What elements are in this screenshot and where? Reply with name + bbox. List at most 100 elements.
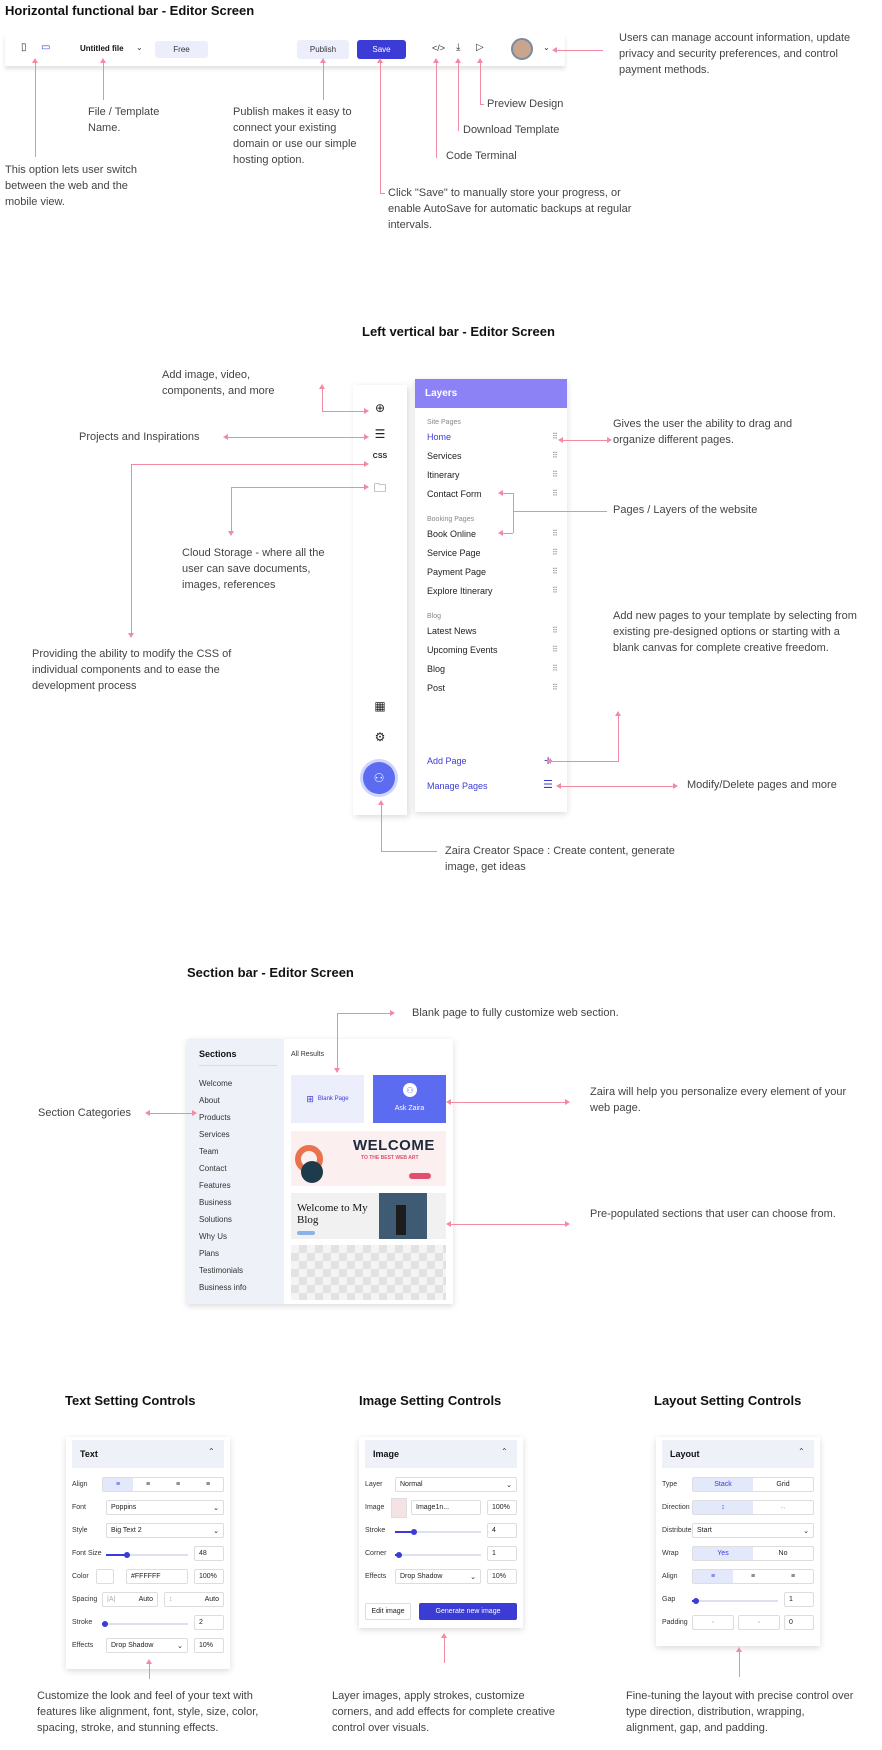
direction-vertical-icon[interactable]: ↕	[693, 1501, 753, 1514]
section-category[interactable]: Contact	[199, 1164, 227, 1173]
section-category[interactable]: Why Us	[199, 1232, 227, 1241]
drag-handle-icon[interactable]: ⠿	[552, 683, 558, 692]
manage-pages-button[interactable]: Manage Pages	[427, 781, 488, 791]
folder-icon[interactable]: 🗀	[373, 481, 386, 495]
drag-handle-icon[interactable]: ⠿	[552, 626, 558, 635]
layout-panel-header[interactable]: Layout	[662, 1440, 814, 1468]
padding-horizontal-input[interactable]: ▫	[692, 1615, 734, 1630]
image-name-field[interactable]: Image1n...	[411, 1500, 481, 1515]
chevron-down-icon[interactable]: ⌄	[136, 43, 143, 52]
wrap-no-option[interactable]: No	[778, 1550, 788, 1557]
type-stack-option[interactable]: Stack	[693, 1478, 753, 1491]
account-chevron-icon[interactable]: ⌄	[543, 43, 550, 52]
layers-icon[interactable]: ☰	[374, 427, 386, 441]
page-item[interactable]: Blog	[427, 664, 446, 674]
image-opacity-input[interactable]: 100%	[487, 1500, 517, 1515]
placeholder-template-card[interactable]	[291, 1245, 446, 1300]
page-item[interactable]: Upcoming Events	[427, 645, 498, 655]
drag-handle-icon[interactable]: ⠿	[552, 451, 558, 460]
color-hex-input[interactable]: #FFFFFF	[126, 1569, 188, 1584]
layer-select[interactable]: Normal⌄	[395, 1477, 517, 1492]
effects-pct-input[interactable]: 10%	[194, 1638, 224, 1653]
preview-icon[interactable]: ▷	[476, 42, 484, 53]
chevron-up-icon[interactable]: ⌃	[501, 1447, 508, 1456]
file-name[interactable]: Untitled file	[80, 44, 124, 53]
wrap-toggle[interactable]: Yes No	[692, 1546, 814, 1561]
section-category[interactable]: About	[199, 1096, 220, 1105]
layout-type-toggle[interactable]: Stack Grid	[692, 1477, 814, 1492]
font-size-slider[interactable]	[106, 1552, 188, 1558]
gap-input[interactable]: 1	[784, 1592, 814, 1607]
style-select[interactable]: Big Text 2⌄	[106, 1523, 224, 1538]
stack-icon[interactable]: ☰	[543, 779, 553, 791]
css-icon[interactable]: CSS	[372, 453, 388, 460]
stroke-slider[interactable]	[102, 1621, 188, 1627]
page-item[interactable]: Contact Form	[427, 489, 482, 499]
color-swatch[interactable]	[96, 1569, 114, 1584]
settings-icon[interactable]: ⚙	[374, 730, 386, 744]
ask-zaira-card[interactable]: ⚇ Ask Zaira	[373, 1075, 446, 1123]
grid-icon[interactable]: ▦	[374, 699, 386, 713]
page-item[interactable]: Explore Itinerary	[427, 586, 493, 596]
drag-handle-icon[interactable]: ⠿	[552, 664, 558, 673]
add-element-icon[interactable]: ⊕	[374, 401, 386, 415]
desktop-view-icon[interactable]: ▭	[41, 42, 51, 53]
download-icon[interactable]: ⤓	[456, 42, 461, 53]
page-item[interactable]: Latest News	[427, 626, 477, 636]
blog-template-card[interactable]: Welcome to My Blog	[291, 1193, 446, 1239]
drag-handle-icon[interactable]: ⠿	[552, 432, 558, 441]
image-effects-select[interactable]: Drop Shadow⌄	[395, 1569, 481, 1584]
text-align-control[interactable]: ≡ ≡ ≡ ≡	[102, 1477, 224, 1492]
align-justify-icon[interactable]: ≡	[205, 1481, 211, 1488]
direction-toggle[interactable]: ↕↔	[692, 1500, 814, 1515]
save-button[interactable]: Save	[357, 40, 406, 59]
wrap-yes-option[interactable]: Yes	[693, 1547, 753, 1560]
align-left-icon[interactable]: ≡	[693, 1570, 733, 1583]
gap-slider[interactable]	[692, 1598, 778, 1604]
section-category[interactable]: Services	[199, 1130, 230, 1139]
stroke-input[interactable]: 2	[194, 1615, 224, 1630]
page-item[interactable]: Itinerary	[427, 470, 460, 480]
section-category[interactable]: Plans	[199, 1249, 220, 1258]
align-center-icon[interactable]: ≡	[750, 1573, 756, 1580]
section-category[interactable]: Testimonials	[199, 1266, 244, 1275]
chevron-up-icon[interactable]: ⌃	[208, 1447, 215, 1456]
page-item[interactable]: Post	[427, 683, 446, 693]
effects-select[interactable]: Drop Shadow⌄	[106, 1638, 188, 1653]
blank-page-card[interactable]: ⊞ Blank Page	[291, 1075, 364, 1123]
drag-handle-icon[interactable]: ⠿	[552, 567, 558, 576]
line-spacing-input[interactable]: ↕Auto	[164, 1592, 224, 1607]
type-grid-option[interactable]: Grid	[776, 1481, 790, 1488]
page-item[interactable]: Services	[427, 451, 462, 461]
drag-handle-icon[interactable]: ⠿	[552, 586, 558, 595]
publish-button[interactable]: Publish	[297, 40, 349, 59]
align-right-icon[interactable]: ≡	[175, 1481, 181, 1488]
image-panel-header[interactable]: Image	[365, 1440, 517, 1468]
align-center-icon[interactable]: ≡	[145, 1481, 151, 1488]
padding-vertical-input[interactable]: ▫	[738, 1615, 780, 1630]
section-category[interactable]: Solutions	[199, 1215, 232, 1224]
chevron-up-icon[interactable]: ⌃	[798, 1447, 805, 1456]
drag-handle-icon[interactable]: ⠿	[552, 529, 558, 538]
drag-handle-icon[interactable]: ⠿	[552, 645, 558, 654]
section-category[interactable]: Welcome	[199, 1079, 233, 1088]
color-opacity-input[interactable]: 100%	[194, 1569, 224, 1584]
generate-image-button[interactable]: Generate new image	[419, 1603, 517, 1620]
align-left-icon[interactable]: ≡	[103, 1478, 133, 1491]
font-select[interactable]: Poppins⌄	[106, 1500, 224, 1515]
corner-input[interactable]: 1	[487, 1546, 517, 1561]
drag-handle-icon[interactable]: ⠿	[552, 470, 558, 479]
edit-image-button[interactable]: Edit image	[365, 1603, 411, 1620]
zaira-bot-icon[interactable]: ⚇	[363, 762, 395, 794]
text-panel-header[interactable]: Text	[72, 1440, 224, 1468]
section-category[interactable]: Products	[199, 1113, 231, 1122]
page-item[interactable]: Service Page	[427, 548, 481, 558]
welcome-template-card[interactable]: WELCOME TO THE BEST WEB ART	[291, 1131, 446, 1186]
image-thumbnail[interactable]	[391, 1498, 407, 1518]
direction-horizontal-icon[interactable]: ↔	[779, 1504, 787, 1511]
section-category[interactable]: Business info	[199, 1283, 247, 1292]
add-page-button[interactable]: Add Page	[427, 756, 467, 766]
image-stroke-slider[interactable]	[395, 1529, 481, 1535]
drag-handle-icon[interactable]: ⠿	[552, 548, 558, 557]
avatar[interactable]	[511, 38, 533, 60]
